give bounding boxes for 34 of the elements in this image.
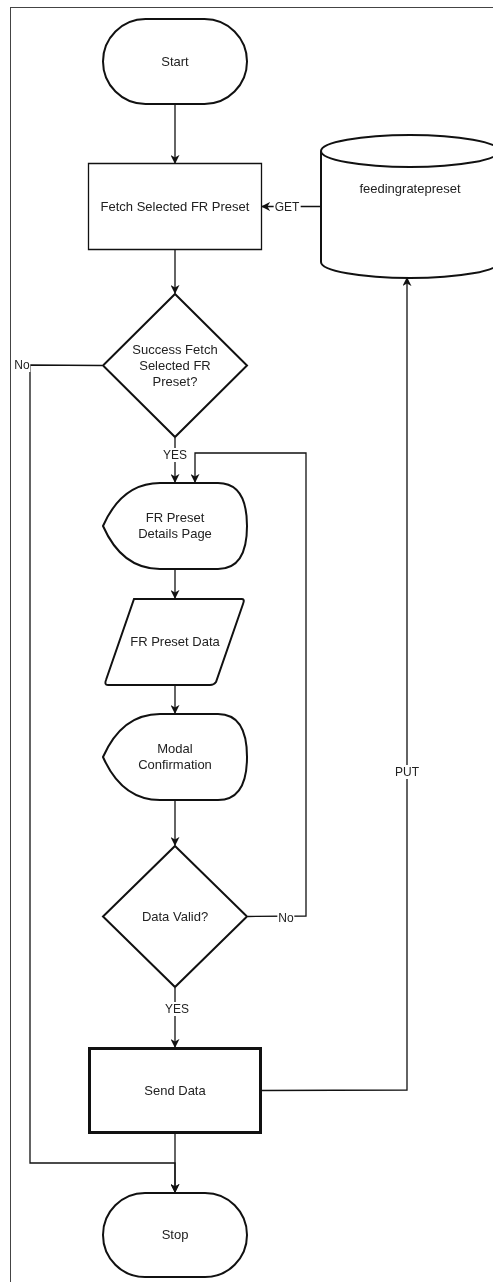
arrow [170, 800, 180, 846]
start-terminal [102, 18, 248, 105]
data-parallelogram [104, 598, 246, 686]
edge-label: YES [164, 1002, 190, 1016]
stop-terminal [102, 1192, 248, 1278]
edge-label: GET [273, 200, 301, 214]
node-label: Stop [160, 1227, 190, 1243]
arrow [261, 277, 412, 1092]
node-label: Data Valid? [140, 908, 210, 925]
node-label: feedingratepreset [358, 181, 462, 198]
arrow [170, 569, 180, 599]
process-box [88, 163, 262, 250]
edge-label: No [277, 911, 295, 925]
node-label: FR Preset Data [130, 634, 220, 650]
node-label: Success Fetch Selected FR Preset? [131, 341, 219, 390]
arrow [170, 104, 180, 164]
edge-label: PUT [394, 765, 420, 779]
arrow [170, 685, 180, 714]
process-box [88, 1047, 262, 1134]
arrow [170, 249, 180, 294]
arrow [190, 452, 307, 918]
node-label: FR Preset Details Page [137, 510, 213, 542]
node-label: Send Data [143, 1082, 207, 1099]
edge-label: YES [162, 448, 188, 462]
edge-label: No [13, 358, 31, 372]
display-shape [102, 713, 248, 801]
node-label: Fetch Selected FR Preset [100, 198, 250, 215]
display-shape [102, 482, 248, 570]
node-label: Modal Confirmation [137, 741, 213, 773]
decision-diamond [102, 845, 248, 988]
node-label: Start [160, 53, 190, 70]
arrow [170, 1133, 180, 1193]
database-cylinder [320, 135, 493, 278]
decision-diamond [102, 293, 248, 438]
